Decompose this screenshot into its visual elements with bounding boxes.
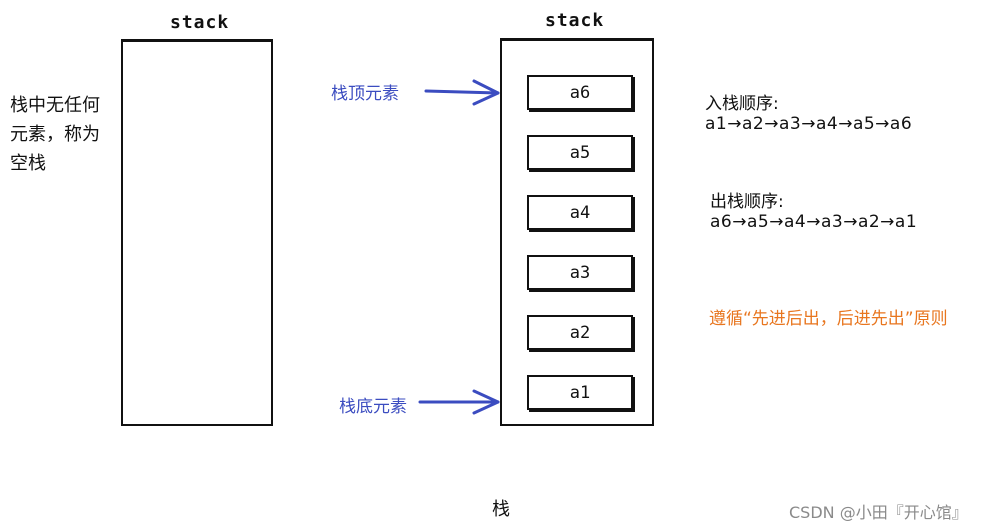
right-arrow-icon: → [880,212,895,232]
right-arrow-icon: → [806,212,821,232]
empty-stack-description-line: 空栈 [10,153,46,174]
push-item: a5 [852,114,876,134]
pop-item: a3 [820,212,844,232]
empty-stack-description: 栈中无任何 元素，称为 空栈 [10,91,100,178]
push-order-title: 入栈顺序: [705,94,779,114]
right-arrow-icon: → [843,212,858,232]
right-arrow-icon: → [764,114,779,134]
push-order-sequence: a1→a2→a3→a4→a5→a6 [705,114,912,134]
pop-item: a2 [857,212,881,232]
push-item: a2 [741,114,765,134]
pop-order-sequence: a6→a5→a4→a3→a2→a1 [710,212,917,232]
right-arrow-icon: → [875,114,890,134]
stack-element: a5 [527,135,633,170]
right-arrow-icon: → [727,114,742,134]
pop-item: a6 [710,212,733,232]
right-arrow-icon: → [838,114,853,134]
full-stack-title: stack [545,10,605,31]
right-arrow-icon: → [732,212,747,232]
pop-item: a5 [746,212,770,232]
push-item: a4 [815,114,839,134]
pop-order-title: 出栈顺序: [710,192,784,212]
empty-stack-container [121,39,273,426]
stack-element: a1 [527,375,633,410]
stack-element: a4 [527,195,633,230]
pop-item: a1 [894,212,918,232]
diagram-caption: 栈 [492,499,510,520]
push-item: a6 [889,114,913,134]
push-item: a1 [705,114,728,134]
empty-stack-title: stack [170,12,230,33]
stack-element: a6 [527,75,633,110]
pop-item: a4 [783,212,807,232]
right-arrow-icon: → [801,114,816,134]
stack-element: a3 [527,255,633,290]
bottom-pointer-arrow-icon [418,389,500,415]
stack-top-label: 栈顶元素 [331,84,399,104]
full-stack-container [500,38,654,426]
empty-stack-description-line: 元素，称为 [10,124,100,145]
top-pointer-arrow-icon [424,79,500,106]
push-item: a3 [778,114,802,134]
stack-element: a2 [527,315,633,350]
principle-note: 遵循“先进后出，后进先出”原则 [709,309,948,329]
right-arrow-icon: → [769,212,784,232]
stack-bottom-label: 栈底元素 [339,397,407,417]
empty-stack-description-line: 栈中无任何 [10,95,100,116]
watermark: CSDN @小田『开心馆』 [789,503,968,522]
